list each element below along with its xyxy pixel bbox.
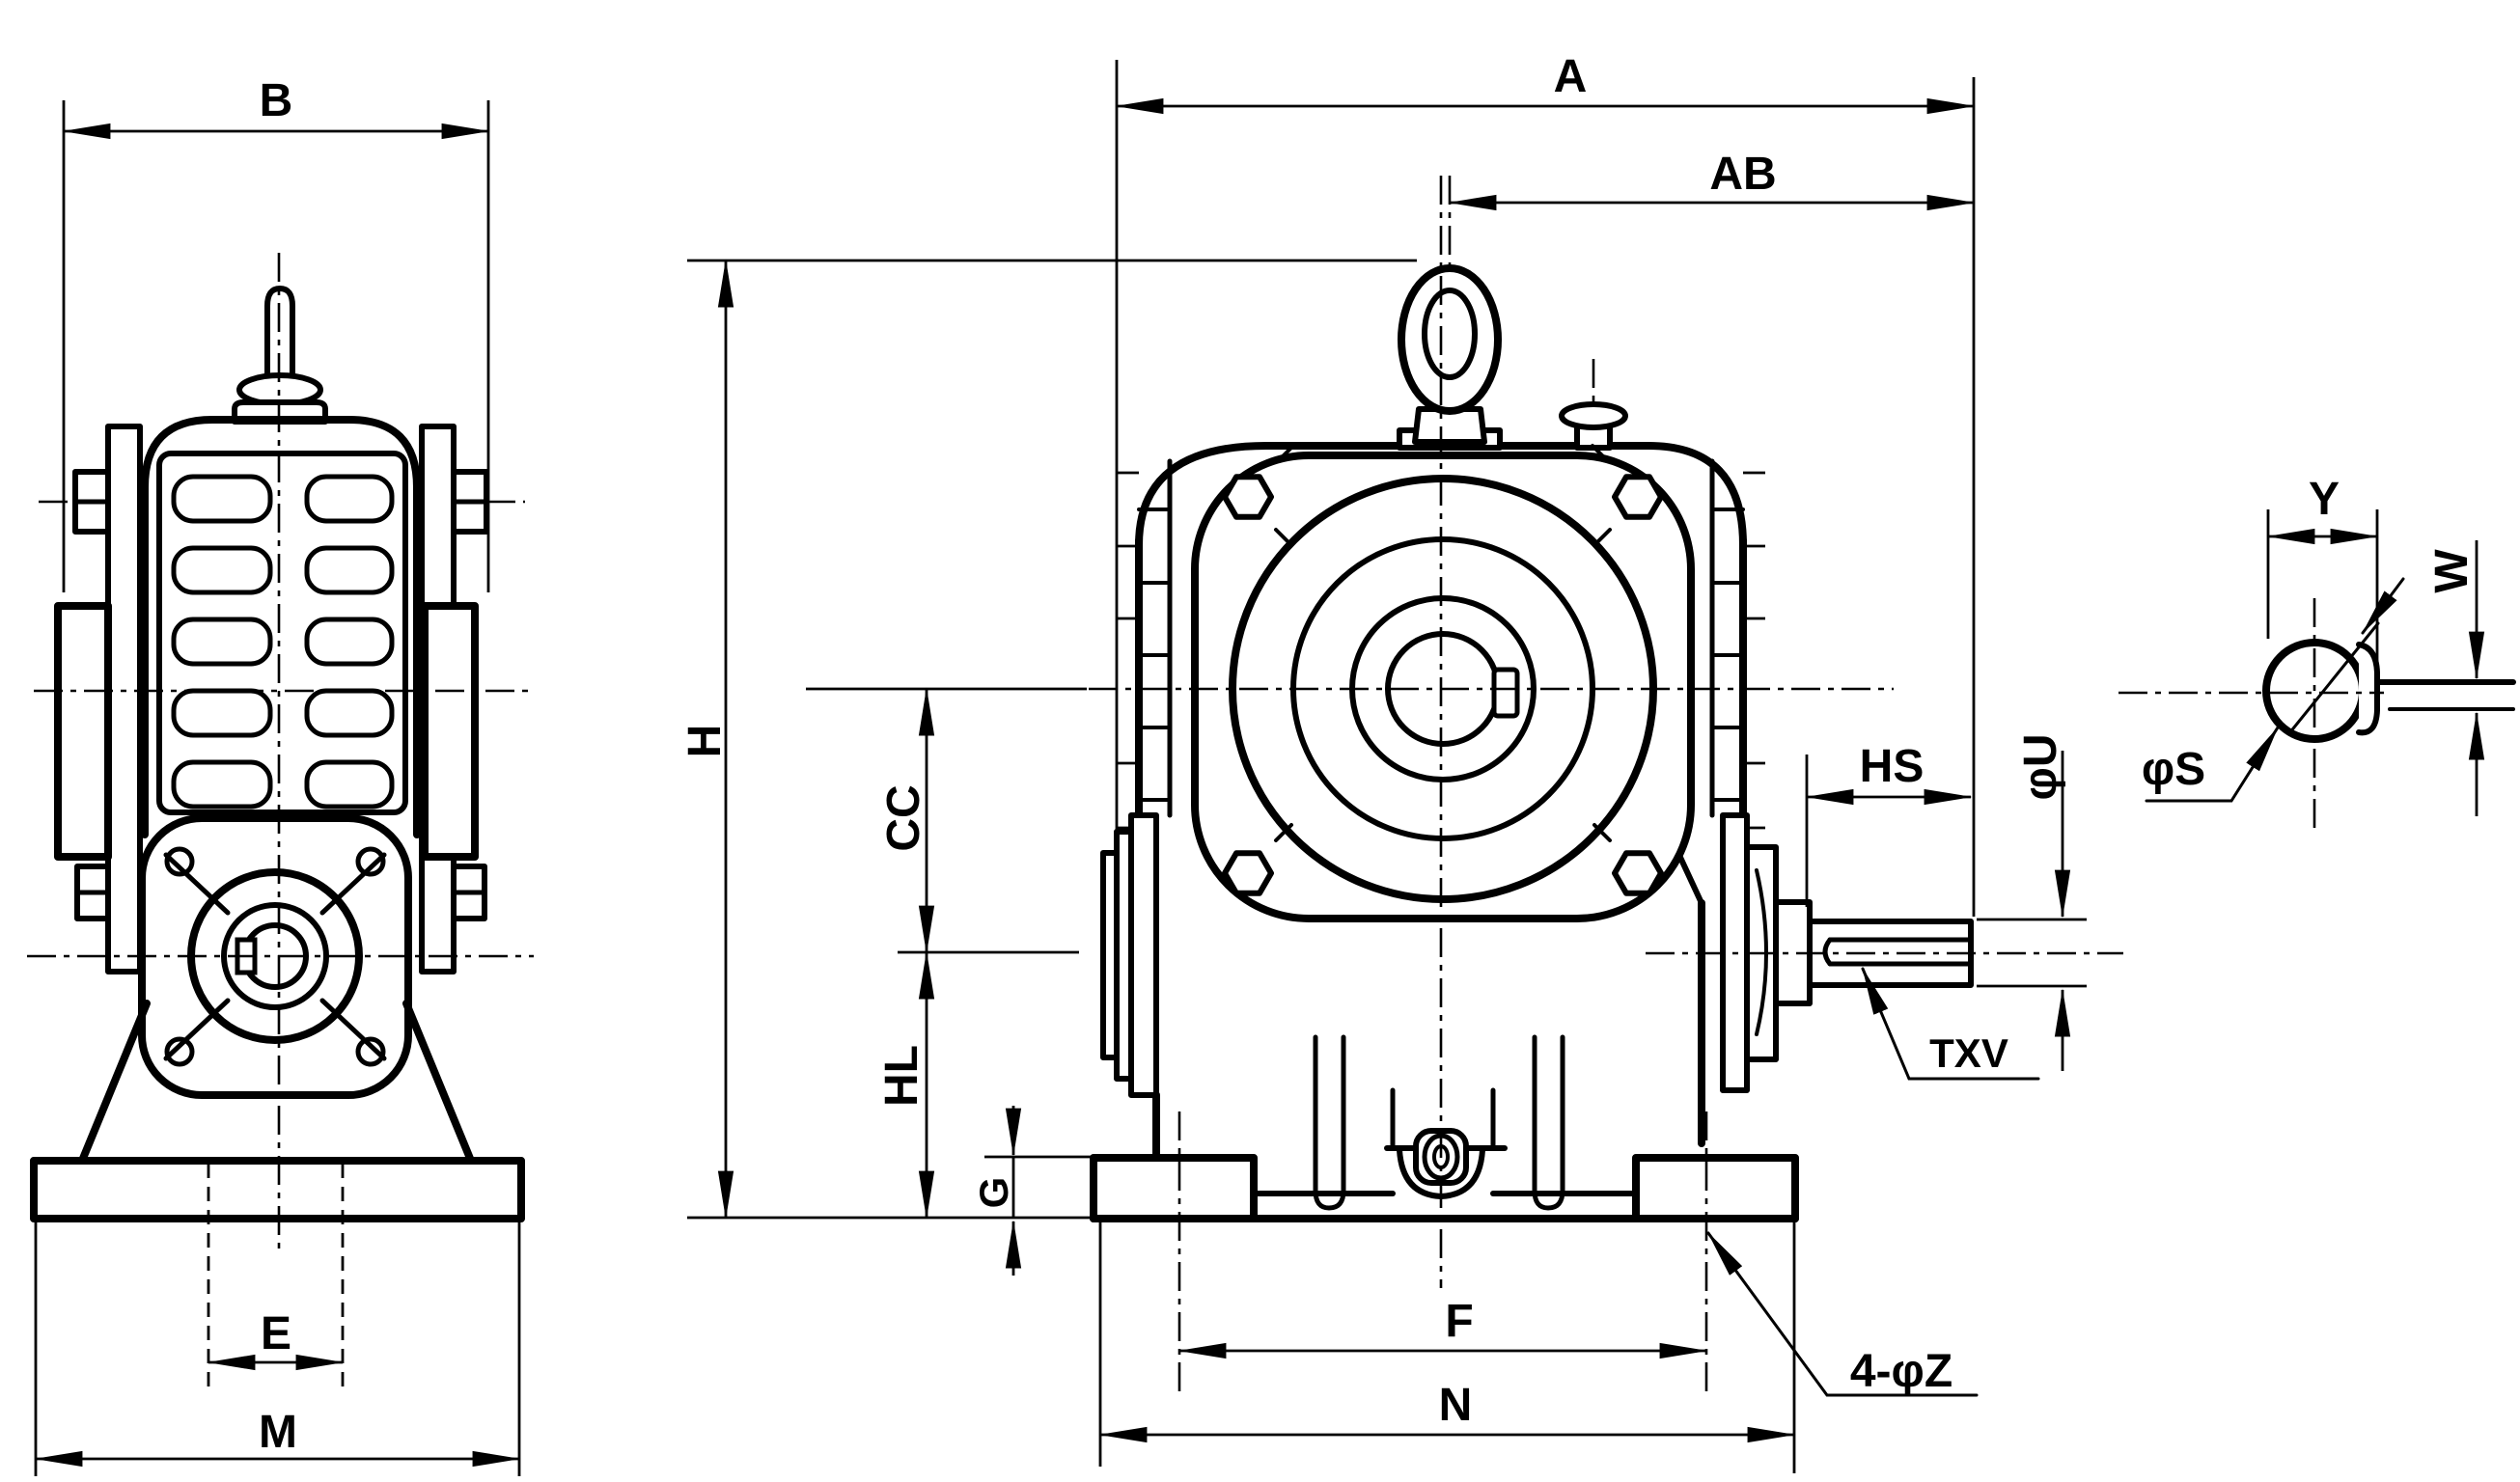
dim-label-AB: AB [1709, 149, 1776, 200]
keyway-flat [2356, 642, 2380, 736]
cover-hex-bolts [1222, 444, 1664, 896]
leader-phiS [2145, 726, 2280, 803]
dim-label-TXV: TXV [1929, 1030, 2008, 1076]
breather-ring-inner [1422, 288, 1478, 380]
fin-slots [171, 474, 395, 810]
fins-right [1710, 471, 1765, 830]
worm-shaft [1807, 919, 1974, 988]
dimension-labels: B A AB H CC HL G E M F N HS φU TXV 4-φZ … [259, 51, 2478, 1458]
housing-dome [1135, 442, 1747, 549]
dim-label-B: B [260, 75, 293, 126]
gusset-right [402, 1000, 475, 1165]
front-view [1089, 176, 2123, 1397]
lower-side-bolts [74, 864, 487, 921]
dimensions [34, 60, 2485, 1476]
dim-label-phiU: φU [2015, 734, 2066, 801]
base-plate-side [30, 1157, 525, 1222]
dim-label-M: M [259, 1407, 297, 1458]
fins-left [1117, 471, 1172, 830]
dim-label-A: A [1554, 51, 1588, 102]
leader-4phiZ [1706, 1231, 1979, 1397]
left-side-view [27, 253, 534, 1256]
upper-side-bolts [39, 469, 525, 535]
dim-label-CC: CC [878, 784, 929, 851]
bearing-boss-left [1100, 812, 1159, 1098]
flat-pointer [2361, 577, 2405, 635]
flange-webs [163, 852, 387, 1061]
dim-label-4phiZ: 4-φZ [1850, 1346, 1952, 1397]
dim-label-G: G [971, 1177, 1016, 1209]
breather-neck [1412, 406, 1487, 445]
dim-label-F: F [1445, 1296, 1473, 1347]
rib-left [1313, 1034, 1346, 1211]
dim-label-Y: Y [2309, 474, 2340, 525]
foot-pad-left [1090, 1154, 1258, 1222]
dim-label-E: E [261, 1308, 291, 1359]
dim-label-W: W [2426, 549, 2478, 593]
gusset-left [78, 1000, 151, 1165]
side-cover-plate-left [105, 424, 143, 974]
worm-shaft-keyway [1822, 937, 1974, 967]
cross-boss-left [54, 602, 112, 861]
foot-pad-right [1632, 1154, 1799, 1222]
housing-body-side [141, 416, 421, 838]
flange-bolt-holes [164, 846, 386, 1067]
dim-label-HS: HS [1860, 741, 1925, 792]
shaft-end-detail [2118, 577, 2516, 836]
cross-boss-right [421, 602, 479, 861]
rib-right [1532, 1034, 1565, 1211]
wheel-cover-plate [1191, 452, 1695, 922]
dim-label-H: H [679, 725, 731, 758]
flat-hatch-line [2287, 621, 2380, 735]
flange-hub-mid [221, 902, 329, 1010]
oil-plug-cap [1559, 401, 1628, 430]
dim-label-HL: HL [876, 1045, 928, 1107]
dim-label-phiS: φS [2142, 744, 2205, 795]
dim-label-N: N [1439, 1380, 1473, 1431]
breather-pin-side [264, 286, 295, 387]
leader-TXV [1861, 967, 2040, 1081]
output-bore-keyway [1491, 667, 1520, 719]
